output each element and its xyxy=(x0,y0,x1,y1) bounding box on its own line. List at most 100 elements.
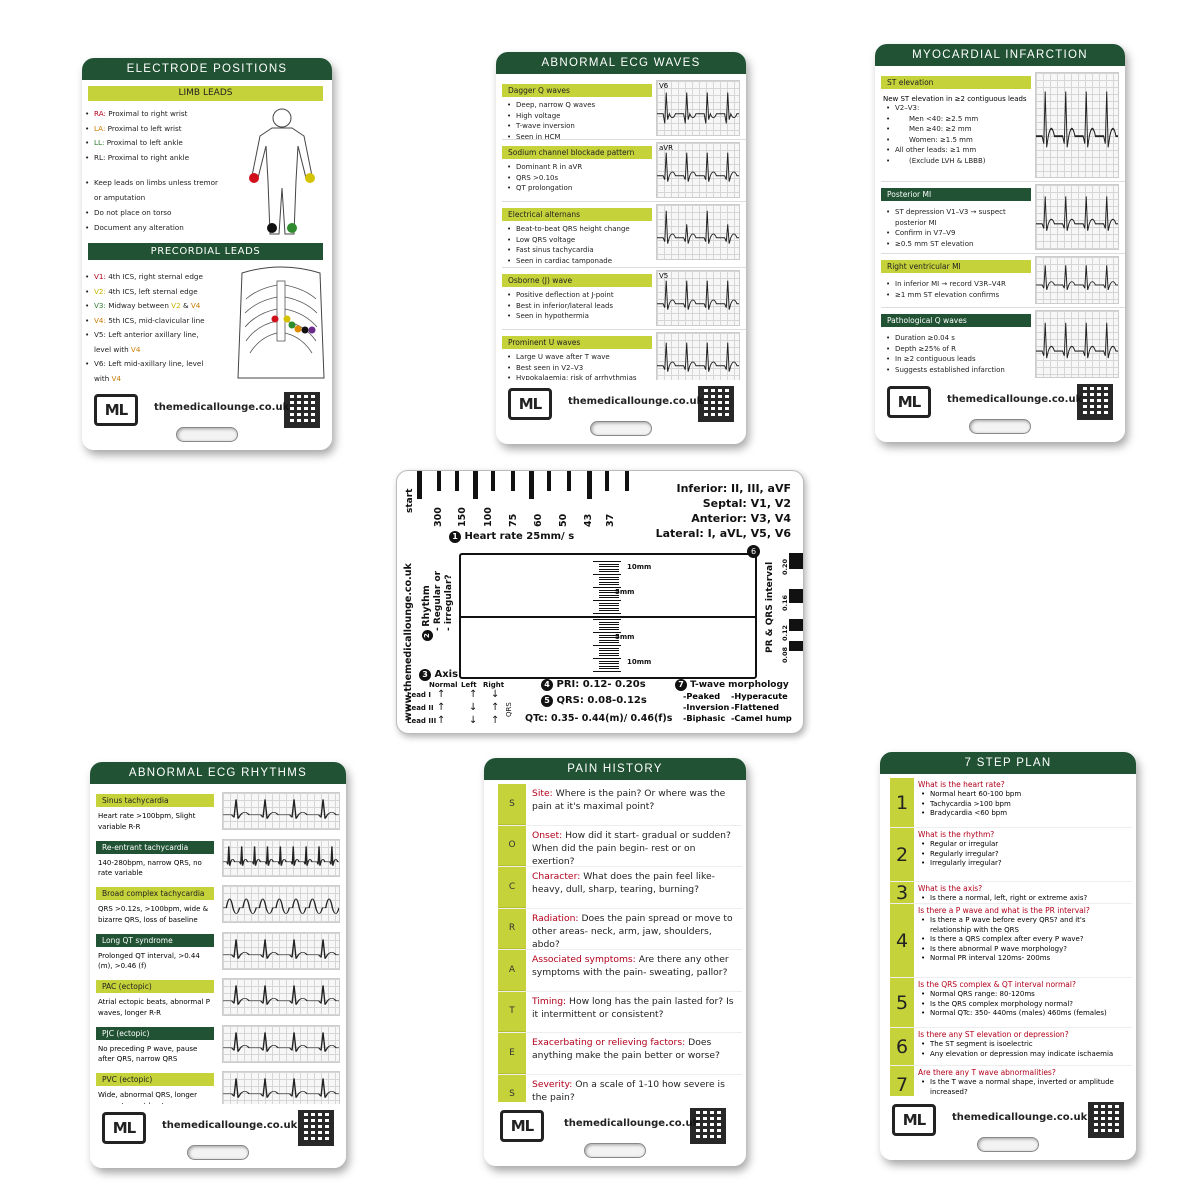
socrates-key: Site: xyxy=(532,788,553,799)
lanyard-slot xyxy=(969,419,1031,434)
lead-group-inferior: Inferior: II, III, aVF xyxy=(676,482,791,495)
ecg-trace xyxy=(1036,196,1118,231)
wave-section-title: Osborne (J) wave xyxy=(502,274,652,287)
wave-features: Deep, narrow Q wavesHigh voltageT-wave i… xyxy=(502,100,652,142)
chest-figure xyxy=(237,266,325,379)
mi-criterion: Women: ≥1.5 mm xyxy=(881,135,1031,146)
rhythm-ecg-strip xyxy=(222,978,340,1016)
wave-feature: Seen in cardiac tamponade xyxy=(502,256,652,267)
ecg-line xyxy=(1036,196,1118,231)
mm-tick xyxy=(599,581,619,583)
mi-criteria: In inferior MI → record V3R–V4R≥1 mm ST … xyxy=(881,279,1031,300)
precordial-lead-item: V6: Left mid-axillary line, level with V… xyxy=(82,357,217,386)
rate-label: 43 xyxy=(583,513,594,527)
step-points: Is there a P wave before every QRS? and … xyxy=(918,916,1128,964)
card-footer: ML themedicallounge.co.uk xyxy=(484,1102,746,1166)
mm-tick xyxy=(599,563,619,565)
lead-code: V1: xyxy=(94,272,106,282)
mm-tick xyxy=(593,671,621,672)
wave-feature: Best seen in V2–V3 xyxy=(502,363,652,374)
ecg-line xyxy=(223,985,339,1005)
step-number: 6 xyxy=(890,1028,914,1065)
logo: ML xyxy=(887,386,931,418)
step-point: Is the QRS complex morphology normal? xyxy=(918,1000,1128,1010)
step-4-pri: 4 PRI: 0.12- 0.20s xyxy=(541,679,646,691)
mi-criterion: ST depression V1–V3 → suspect posterior … xyxy=(881,207,1031,228)
precordial-lead-item: V5: Left anterior axillary line, level w… xyxy=(82,328,217,357)
pr-block xyxy=(789,589,803,603)
lead-ref: V4 xyxy=(130,344,141,354)
qr-code xyxy=(284,392,320,428)
mm-tick xyxy=(599,610,619,612)
mi-criterion: ≥1 mm ST elevation confirms xyxy=(881,290,1031,301)
pr-block xyxy=(789,641,803,651)
step-number: 1 xyxy=(449,531,461,543)
rhythm-title: Sinus tachycardia xyxy=(96,794,214,807)
lead-code: V4: xyxy=(94,315,106,325)
step-number: 5 xyxy=(541,695,553,707)
pr-tick-label: 0.16 xyxy=(781,594,789,611)
ecg-trace xyxy=(223,799,339,819)
socrates-key: Timing: xyxy=(532,995,567,1007)
mm-tick xyxy=(599,647,619,649)
ecg-line xyxy=(657,280,739,310)
axis-arrow: ↑ xyxy=(469,689,478,700)
rate-tick xyxy=(455,471,459,491)
wave-section-title: Prominent U waves xyxy=(502,336,652,349)
mm-tick xyxy=(599,629,619,631)
step-question: Is there a P wave and what is the PR int… xyxy=(918,906,1090,915)
step-7-twave: 7 T-wave morphology xyxy=(675,679,789,691)
socrates-question: How long has the pain lasted for? Is it … xyxy=(532,995,734,1020)
wave-feature: Positive deflection at J-point xyxy=(502,290,652,301)
lead-position: Proximal to right ankle xyxy=(105,152,190,162)
socrates-question: On a scale of 1-10 how severe is the pai… xyxy=(532,1078,725,1103)
step-points: Normal heart 60-100 bpmTachycardia >100 … xyxy=(918,790,1128,819)
wave-section: Prominent U wavesLarge U wave after T wa… xyxy=(502,330,746,394)
lead-position: Proximal to right wrist xyxy=(105,109,188,118)
step-question: What is the axis? xyxy=(918,884,983,893)
lead-label: V6 xyxy=(659,82,669,90)
website-text: themedicallounge.co.uk xyxy=(564,1118,700,1129)
mm-tick xyxy=(599,665,619,667)
mi-criterion: Men ≥40: ≥2 mm xyxy=(881,124,1031,135)
mm-tick xyxy=(593,658,621,659)
logo: ML xyxy=(508,388,552,420)
step-6-badge: 6 xyxy=(747,545,760,558)
limb-lead-item: RL: Proximal to right ankle xyxy=(82,151,222,166)
step-point: Tachycardia >100 bpm xyxy=(918,800,1128,810)
step-point: Is there a normal, left, right or extrem… xyxy=(918,894,1128,904)
mm-tick xyxy=(599,621,619,623)
mi-criterion: Duration ≥0.04 s xyxy=(881,333,1031,344)
step-number: 2 xyxy=(890,828,914,881)
lead-position: Left mid-axillary line, level with xyxy=(94,359,204,383)
axis-arrow: ↑ xyxy=(491,702,500,713)
rhythm-title: PJC (ectopic) xyxy=(96,1026,214,1040)
ecg-trace xyxy=(657,92,739,124)
midline xyxy=(461,616,755,618)
wave-feature: QT prolongation xyxy=(502,183,652,194)
mm-label-5-bottom: 5mm xyxy=(615,633,635,641)
socrates-letter: E xyxy=(498,1033,526,1074)
card-footer: ML themedicallounge.co.uk xyxy=(82,386,332,450)
mm-tick xyxy=(599,624,619,626)
qr-code xyxy=(298,1110,334,1146)
rate-tick xyxy=(529,471,534,499)
rhythm-title: PAC (ectopic) xyxy=(96,980,214,993)
precordial-lead-item: V3: Midway between V2 & V4 xyxy=(82,299,217,314)
wave-ecg-strip xyxy=(656,204,740,260)
rhythm-item: PJC (ectopic)No preceding P wave, pause … xyxy=(96,1021,346,1068)
ecg-line xyxy=(657,210,739,244)
mm-tick xyxy=(599,576,619,578)
wave-ecg-strip xyxy=(656,332,740,388)
rhythm-description: Prolonged QT interval, >0.44 (m), >0.46 … xyxy=(98,951,200,971)
ecg-trace xyxy=(223,1078,339,1098)
twave-option: -Hyperacute xyxy=(731,691,788,701)
rhythm-label: Rhythm xyxy=(421,585,432,627)
